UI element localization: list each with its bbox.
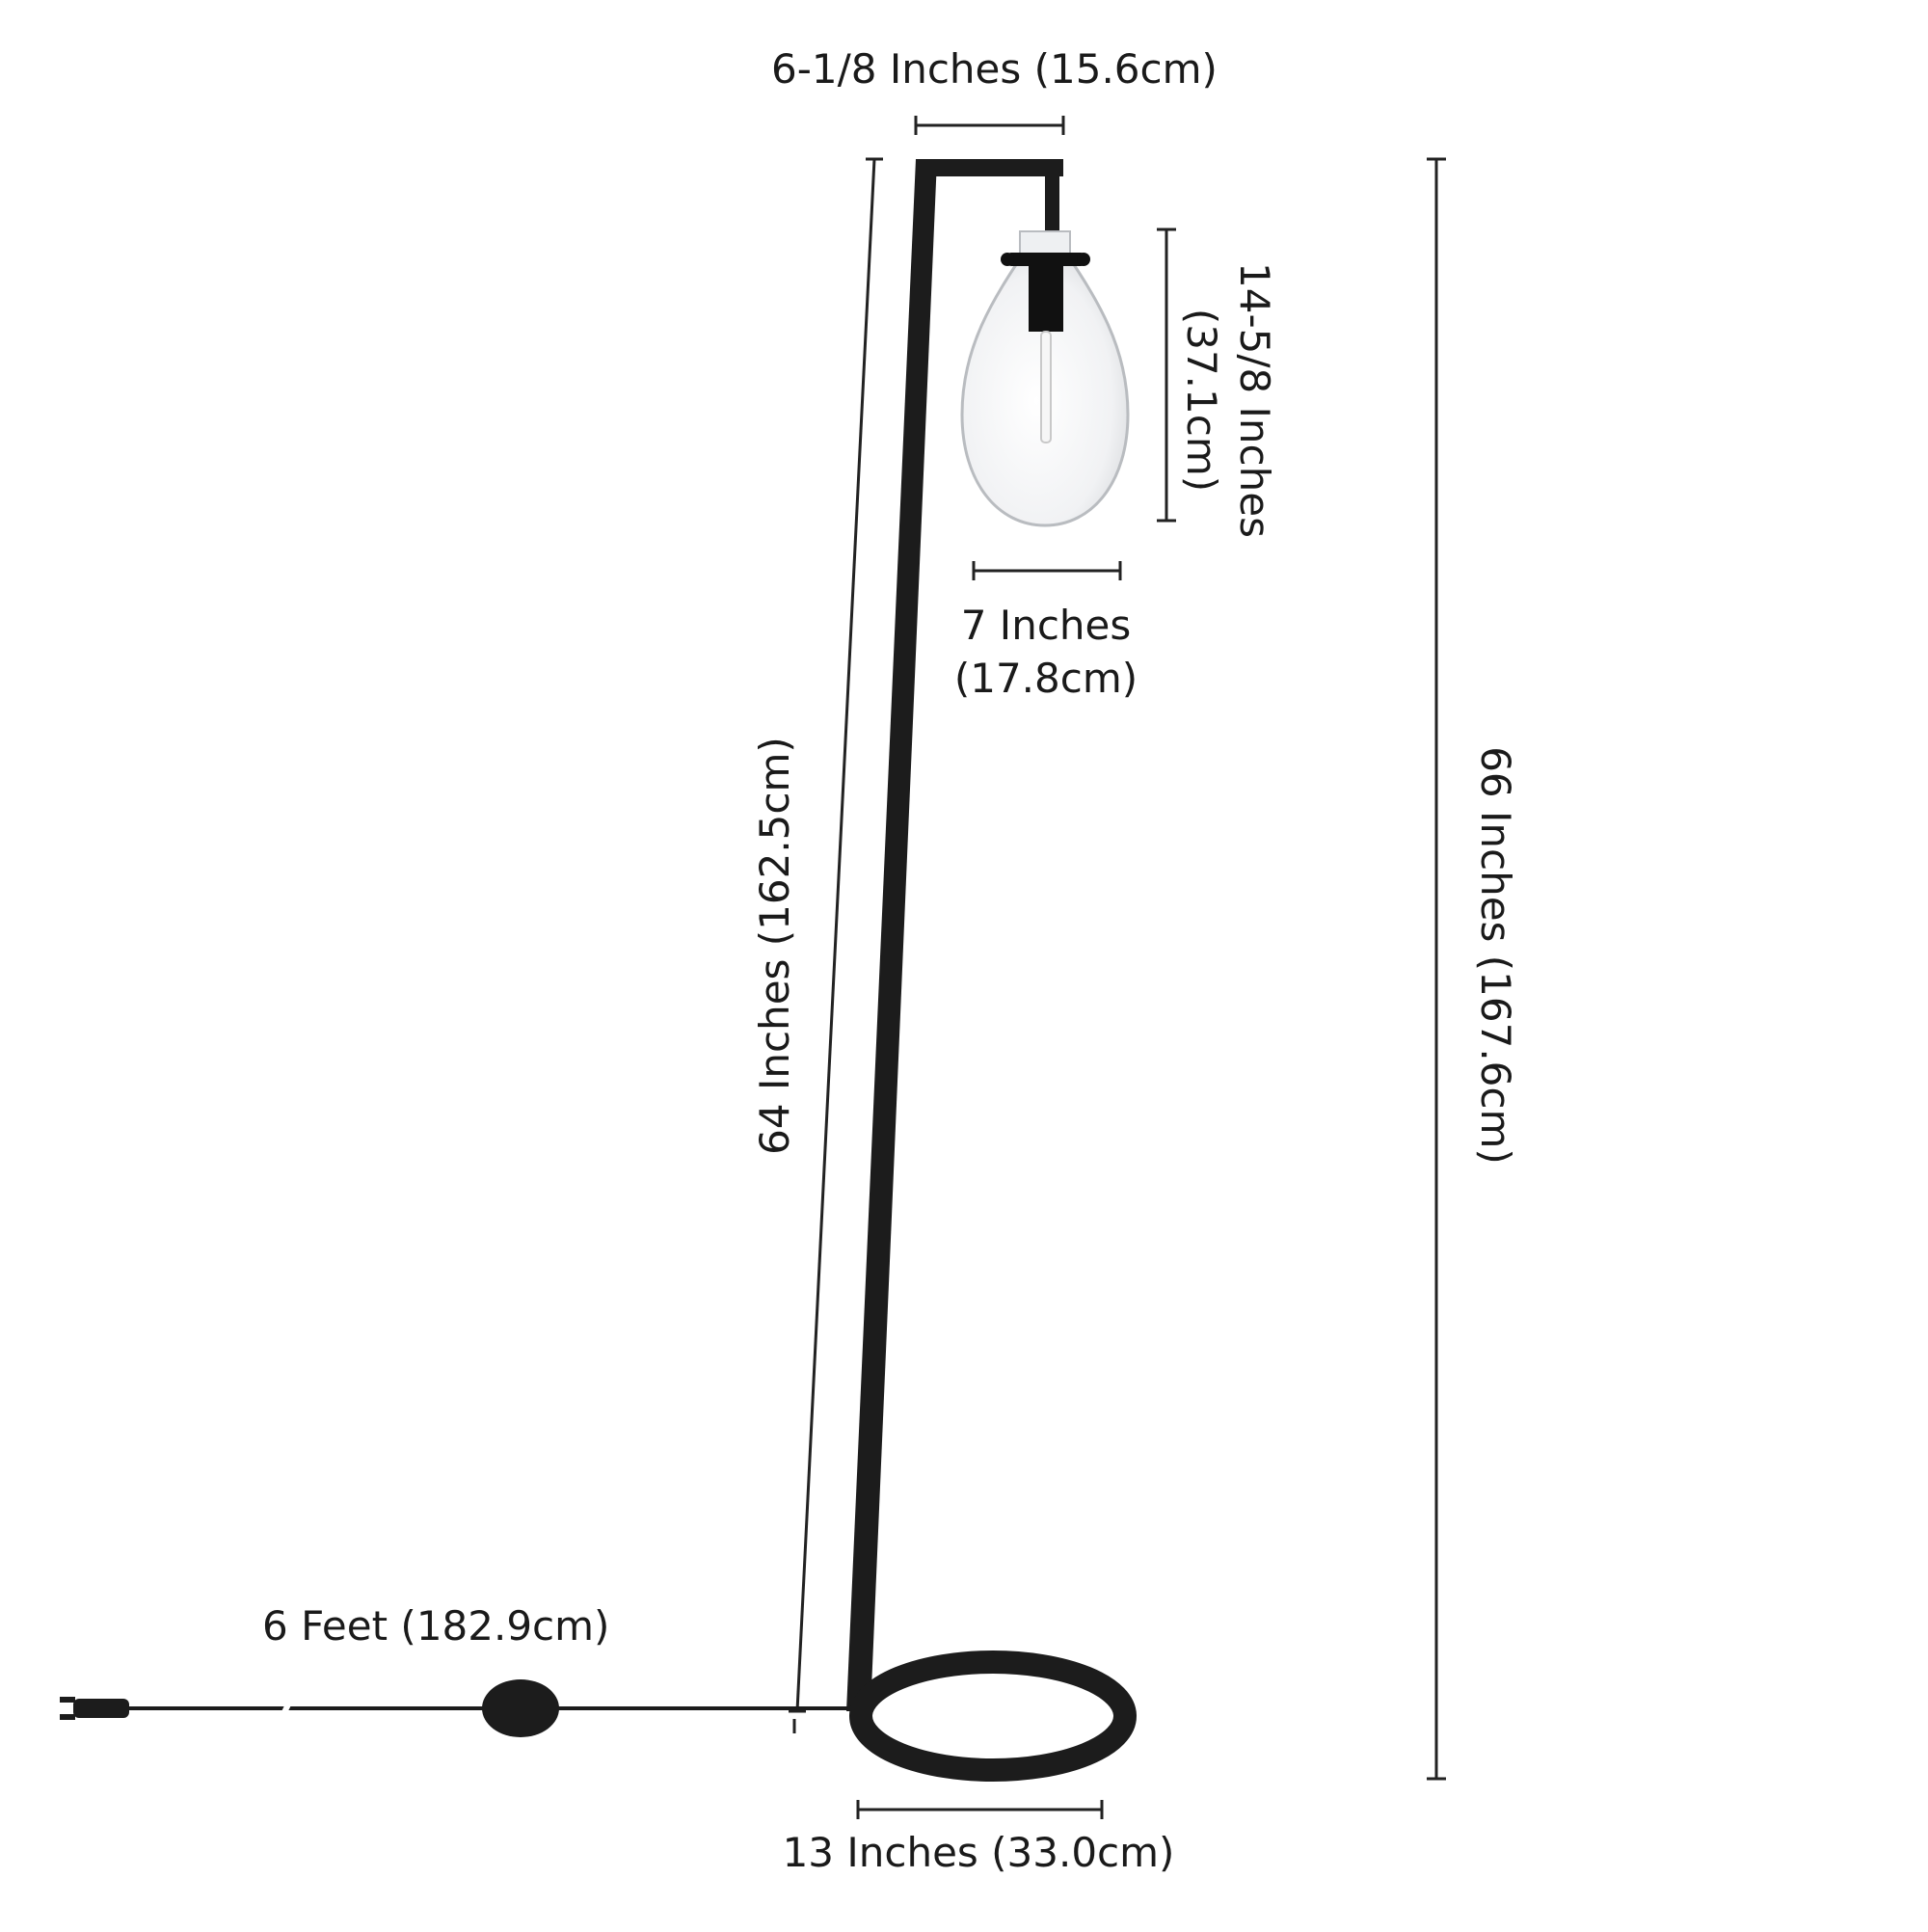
pole-height-label: 64 Inches (162.5cm): [751, 737, 798, 1155]
shade-width-line2: (17.8cm): [953, 654, 1138, 702]
plug: [60, 1697, 129, 1720]
overall-height-label: 66 Inches (167.6cm): [1472, 746, 1519, 1165]
clamp-screw-left: [1001, 253, 1014, 266]
pole-height-dimension-line: [789, 157, 883, 1733]
inline-foot-switch: [482, 1679, 559, 1737]
shade-height-label: 14-5/8 Inches (37.1cm): [1174, 255, 1280, 545]
power-cord-assembly: [60, 1679, 848, 1737]
base-width-dimension-line: [856, 1800, 1104, 1819]
glass-neck: [1019, 230, 1071, 255]
glass-shade: [960, 230, 1130, 527]
shade-height-line2: (37.1cm): [1178, 308, 1226, 493]
shade-width-line1: 7 Inches: [960, 602, 1132, 649]
shade-height-dimension-line: [1157, 228, 1176, 523]
socket: [1029, 258, 1063, 332]
drop-rod: [1045, 174, 1059, 232]
cord-length-label: 6 Feet (182.9cm): [262, 1602, 610, 1650]
lamp-frame: [846, 159, 1137, 1782]
overall-height-dimension-line: [1427, 157, 1446, 1781]
shade-width-dimension-line: [972, 561, 1122, 580]
clamp-screw-right: [1077, 253, 1090, 266]
cord-break-mark: [279, 1697, 294, 1720]
dimension-lines: [789, 116, 1446, 1819]
bulb-filament: [1040, 331, 1052, 443]
top-arm-width-label: 6-1/8 Inches (15.6cm): [771, 45, 1218, 93]
base-ring: [849, 1650, 1137, 1782]
pole: [846, 159, 937, 1711]
shade-height-line1: 14-5/8 Inches: [1231, 262, 1278, 538]
base-width-label: 13 Inches (33.0cm): [782, 1829, 1175, 1876]
top-arm-dimension-line: [914, 116, 1065, 135]
shade-width-label: 7 Inches (17.8cm): [901, 600, 1191, 705]
top-arm: [916, 159, 1063, 176]
socket-clamp: [1007, 253, 1084, 266]
